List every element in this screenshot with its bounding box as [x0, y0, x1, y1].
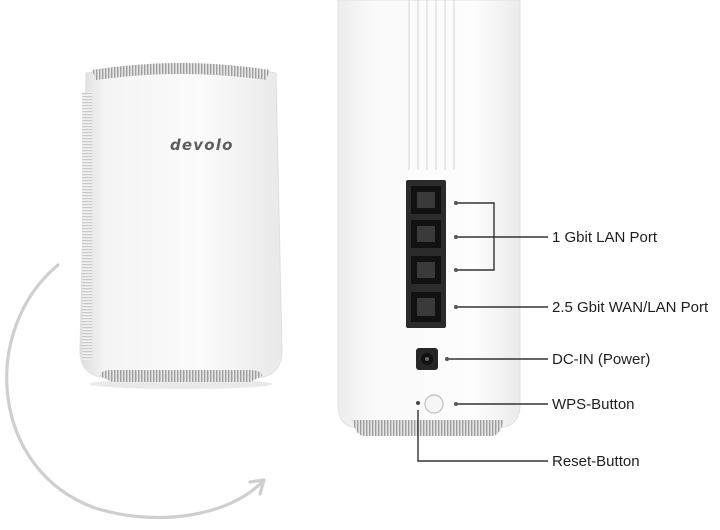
lan-port-3 [411, 256, 441, 284]
brand-logo: devolo [170, 136, 234, 154]
lan-port-2 [411, 220, 441, 248]
callout-dc-in: DC-IN (Power) [552, 351, 651, 368]
lan-port-1 [411, 186, 441, 214]
callout-reset-button: Reset-Button [552, 453, 640, 470]
wps-button [424, 394, 444, 414]
callout-wan-lan-port: 2.5 Gbit WAN/LAN Port [552, 299, 709, 316]
dc-in-jack [416, 348, 438, 370]
port-panel [406, 180, 446, 328]
rotate-arrow-icon [5, 263, 266, 519]
callout-lines [417, 201, 548, 462]
wan-lan-port [411, 292, 441, 322]
callout-wps-button: WPS-Button [552, 396, 635, 413]
callout-lan-port: 1 Gbit LAN Port [552, 229, 658, 246]
reset-hole [416, 401, 420, 405]
device-front-view [79, 63, 283, 389]
